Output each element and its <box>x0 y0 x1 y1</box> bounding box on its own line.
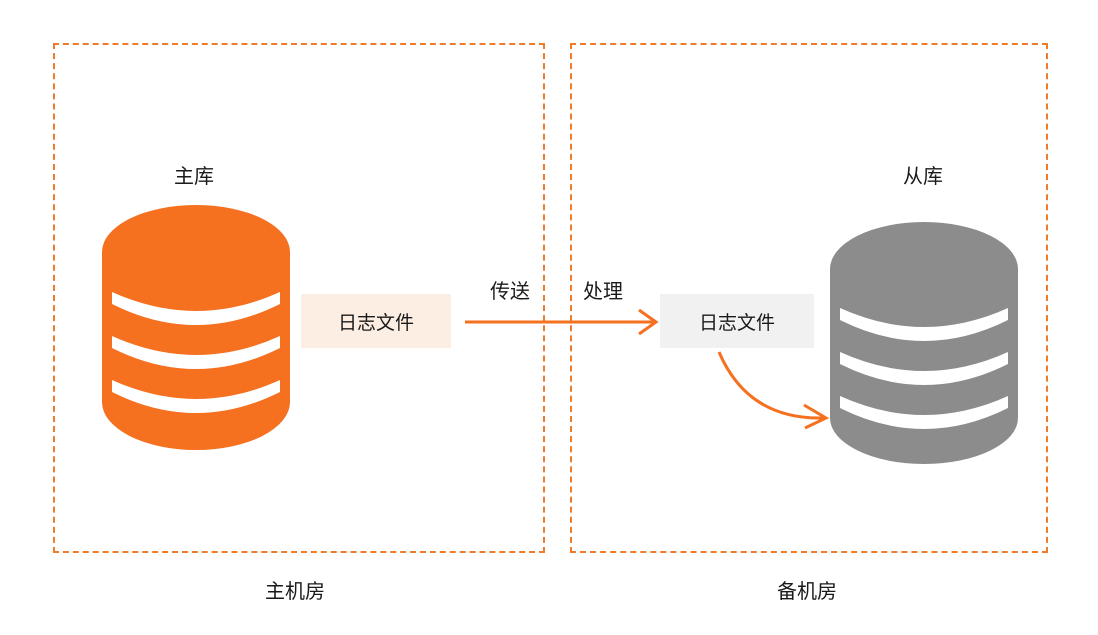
primary-log-file-box: 日志文件 <box>301 294 451 348</box>
standby-database-icon <box>830 222 1018 464</box>
standby-log-file-box: 日志文件 <box>660 294 814 348</box>
standby-room-label: 备机房 <box>777 579 837 603</box>
primary-log-file-label: 日志文件 <box>337 311 414 334</box>
standby-room-frame <box>570 43 1048 553</box>
process-label: 处理 <box>583 279 623 303</box>
primary-room-frame <box>53 43 545 553</box>
standby-log-file-label: 日志文件 <box>698 311 775 334</box>
transfer-arrow <box>465 308 659 336</box>
apply-arrow <box>717 351 830 430</box>
primary-db-label: 主库 <box>174 164 214 188</box>
send-label: 传送 <box>490 279 530 303</box>
primary-room-label: 主机房 <box>265 579 325 603</box>
standby-db-label: 从库 <box>903 164 943 188</box>
primary-database-icon <box>102 205 290 450</box>
